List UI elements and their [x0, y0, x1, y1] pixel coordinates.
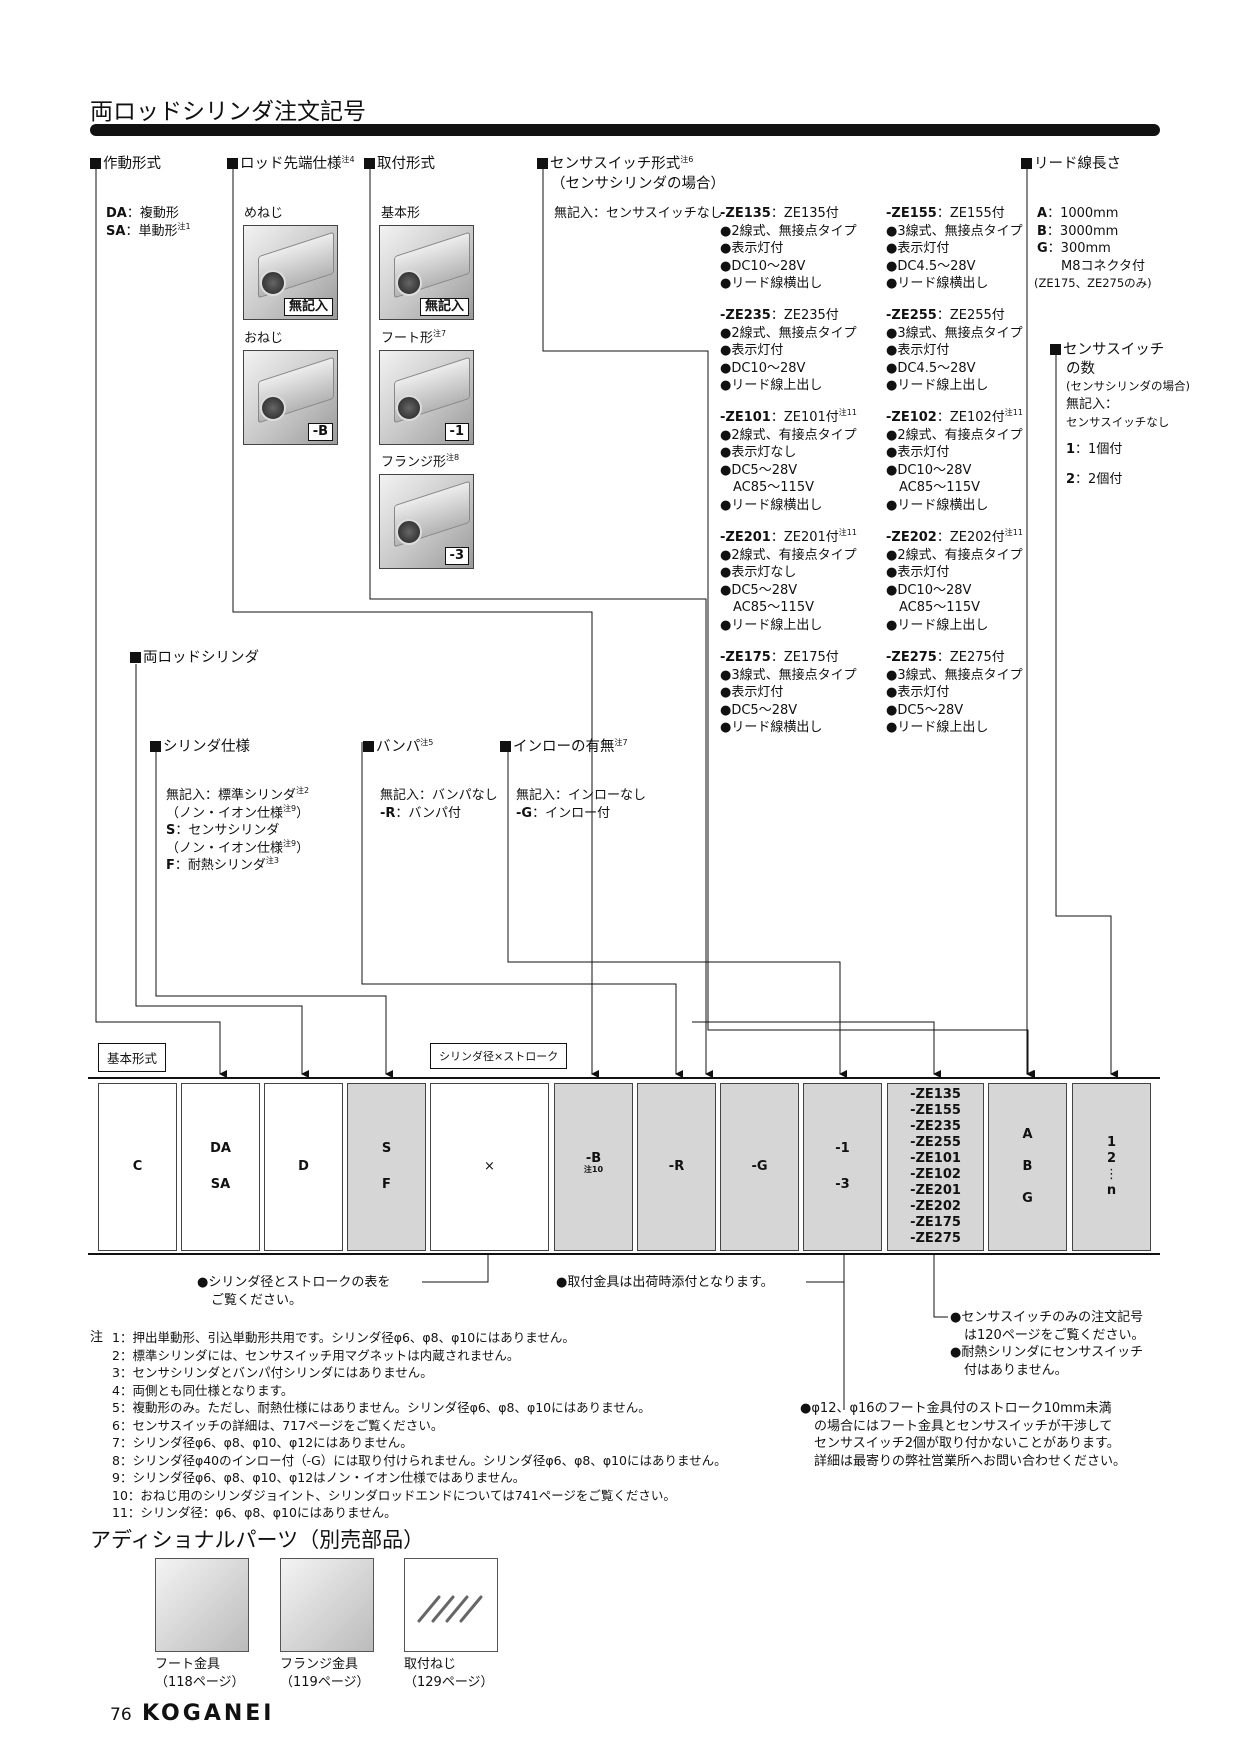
page-title: 両ロッドシリンダ注文記号 [90, 99, 366, 125]
part-flange-label: フランジ金具（119ページ） [280, 1657, 370, 1690]
callout-mount-bracket: ●取付金具は出荷時添付となります。 [556, 1275, 774, 1290]
header-mount: 取付形式 [364, 152, 435, 173]
label-basic-type: 基本形式 [98, 1043, 167, 1072]
page-number: 76 [110, 1705, 132, 1725]
sensor-none: 無記入：センサスイッチなし [554, 206, 723, 221]
header-inrow: インローの有無注7 [500, 735, 628, 756]
code-box-bore-stroke: × [430, 1083, 549, 1251]
callout-bore-table: ●シリンダ径とストロークの表を ご覧ください。 [197, 1275, 391, 1308]
header-rod-end: ロッド先端仕様注4 [227, 152, 355, 173]
header-lead: リード線長さ [1021, 152, 1121, 173]
mount-flange-image: -3 [379, 474, 474, 569]
screw-icon [417, 1595, 483, 1623]
header-sensor-sub: （センサシリンダの場合） [551, 176, 725, 192]
part-foot-label: フート金具（118ページ） [155, 1657, 245, 1690]
mount-basic-label: 基本形 [381, 206, 421, 221]
code-box-bumper: -R [637, 1083, 716, 1251]
cyl-spec-options: 無記入：標準シリンダ注2 （ノン・イオン仕様注9） S：センサシリンダ （ノン・… [166, 786, 310, 874]
sensor-column-2: -ZE155：ZE155付 ●3線式、無接点タイプ●表示灯付●DC4.5～28V… [886, 206, 1023, 735]
header-sensor-count-2: の数 [1066, 361, 1095, 377]
rod-female-label: めねじ [244, 206, 284, 221]
header-action: 作動形式 [90, 152, 161, 173]
header-sensor-count-sub: (センサシリンダの場合) [1066, 379, 1190, 393]
header-bumper: バンパ注5 [363, 735, 433, 756]
action-options: DA：複動形 SA：単動形注1 [106, 206, 191, 239]
additional-parts-title: アディショナルパーツ（別売部品） [90, 1528, 425, 1552]
sensor-column-1: -ZE135：ZE135付 ●2線式、無接点タイプ●表示灯付●DC10～28V●… [720, 206, 857, 735]
rod-female-image: 無記入 [243, 225, 338, 320]
title-rule [90, 124, 1160, 136]
mount-basic-image: 無記入 [379, 225, 474, 320]
code-box-d: D [264, 1083, 343, 1251]
part-flange-image [280, 1558, 374, 1652]
mount-foot-label: フート形注7 [381, 329, 447, 347]
rod-male-image: -B [243, 350, 338, 445]
lead-options: A：1000mm B：3000mm G：300mm M8コネクタ付 (ZE175… [1034, 206, 1152, 290]
callout-foot-stroke: ●φ12、φ16のフート金具付のストローク10mm未満 の場合にはフート金具とセ… [800, 1401, 1127, 1469]
notes-list: 1：押出単動形、引込単動形共用です。シリンダ径φ6、φ8、φ10にはありません。… [112, 1330, 727, 1520]
code-box-mount: -1-3 [803, 1083, 882, 1251]
rod-male-label: おねじ [244, 331, 284, 346]
part-foot-image [155, 1558, 249, 1652]
header-cyl-spec: シリンダ仕様 [150, 735, 250, 756]
code-box-inrow: -G [720, 1083, 799, 1251]
mount-foot-image: -1 [379, 350, 474, 445]
label-bore-stroke: シリンダ径×ストローク [430, 1043, 568, 1069]
callout-sensor-only: ●センサスイッチのみの注文記号 は120ページをご覧ください。 ●耐熱シリンダに… [950, 1310, 1145, 1378]
mount-flange-label: フランジ形注8 [381, 453, 460, 471]
inrow-options: 無記入：インローなし -G：インロー付 [516, 788, 647, 821]
notes-label: 注 [90, 1330, 104, 1345]
part-screw-label: 取付ねじ（129ページ） [404, 1657, 494, 1690]
header-sensor-count: センサスイッチ [1050, 338, 1164, 359]
sensor-count-options: 無記入： センサスイッチなし 1：1個付 2：2個付 [1066, 397, 1170, 487]
bumper-options: 無記入：バンパなし -R：バンパ付 [380, 788, 498, 821]
header-double-rod: 両ロッドシリンダ [130, 646, 259, 667]
code-box-sensor: -ZE135-ZE155-ZE235-ZE255-ZE101-ZE102-ZE2… [887, 1083, 984, 1251]
code-box-c: C [98, 1083, 177, 1251]
part-screw-image [404, 1558, 498, 1652]
brand-logo: KOGANEI [142, 1701, 275, 1726]
header-sensor: センサスイッチ形式注6 [537, 152, 693, 173]
